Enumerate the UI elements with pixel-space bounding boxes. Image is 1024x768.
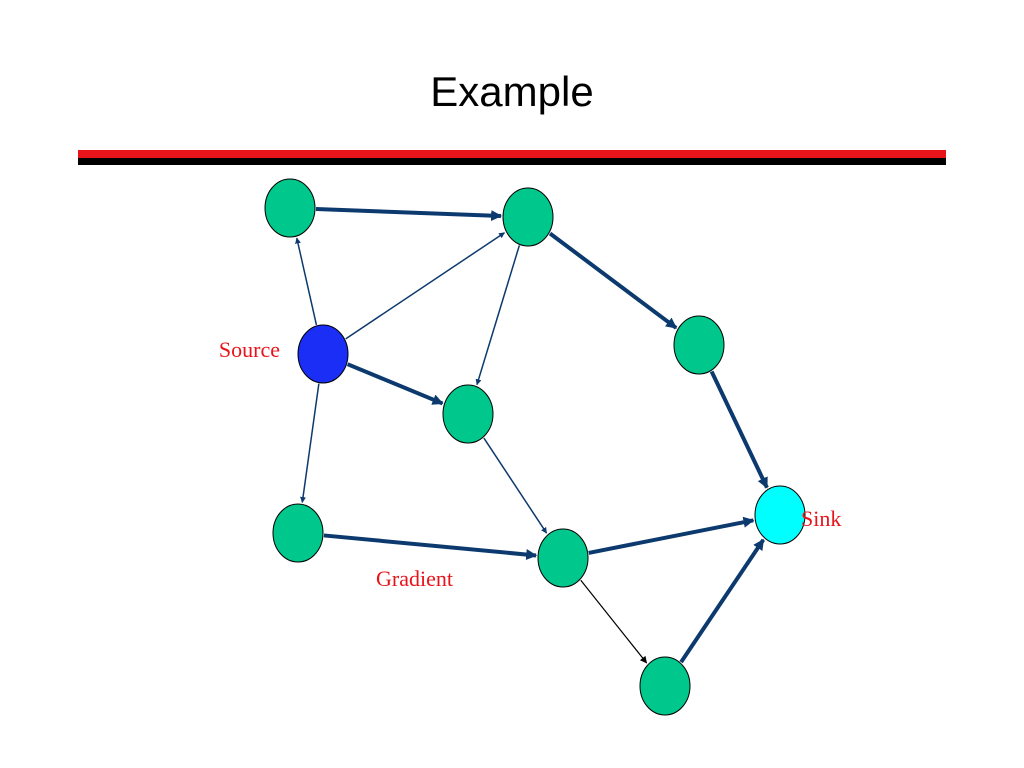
edge-n2-to-n4 (475, 245, 521, 386)
node-n9 (639, 656, 691, 716)
edge-n1-to-n2 (315, 206, 503, 222)
source-node-n3 (297, 324, 349, 384)
node-n7 (537, 528, 589, 588)
edge-n5-to-n8 (709, 370, 769, 489)
sink-label: Sink (801, 506, 841, 531)
edge-n3-to-n4 (346, 362, 444, 406)
edge-n7-to-n9 (580, 579, 648, 664)
edge-n7-to-n8 (588, 516, 755, 555)
nodes (264, 178, 806, 716)
slide-title: Example (430, 68, 594, 115)
edge-n2-to-n5 (548, 231, 678, 330)
node-n1 (264, 178, 316, 238)
gradient-label: Gradient (376, 566, 453, 591)
rule-red-bar (78, 150, 946, 158)
edge-n3-to-n6 (300, 383, 320, 503)
edge-n9-to-n8 (679, 538, 766, 664)
rule-black-bar (78, 158, 946, 165)
node-n6 (272, 503, 324, 563)
node-n4 (442, 384, 494, 444)
sink-node-n8 (754, 485, 806, 545)
edge-n6-to-n7 (323, 533, 538, 561)
source-label: Source (219, 337, 280, 362)
node-n5 (673, 315, 725, 375)
edge-n3-to-n2 (345, 232, 505, 340)
edges (295, 206, 769, 664)
edge-n3-to-n1 (295, 237, 318, 326)
node-n2 (502, 187, 554, 247)
labels: Source Sink Gradient (219, 337, 841, 591)
edge-n4-to-n7 (483, 437, 548, 534)
